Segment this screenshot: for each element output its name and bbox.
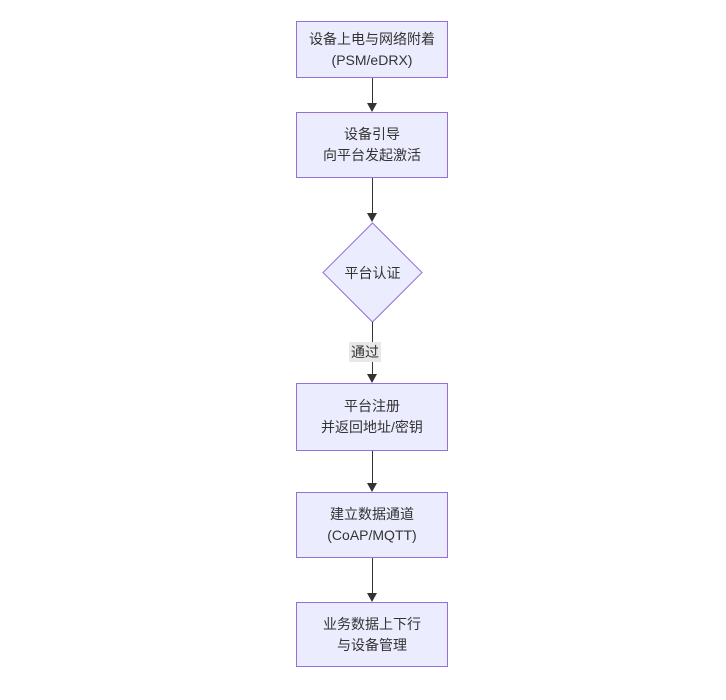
node-data-channel-line2: (CoAP/MQTT) xyxy=(327,527,417,543)
node-bootstrap: 设备引导 向平台发起激活 xyxy=(296,112,448,178)
node-platform-auth-decision: 平台认证 xyxy=(322,222,423,323)
arrow-head-icon xyxy=(367,374,377,383)
node-business-data: 业务数据上下行 与设备管理 xyxy=(296,602,448,667)
node-business-data-line1: 业务数据上下行 xyxy=(323,615,421,632)
node-platform-register-line1: 平台注册 xyxy=(344,398,400,414)
node-bootstrap-line1: 设备引导 xyxy=(344,126,400,142)
flow-arrow-4 xyxy=(367,451,378,492)
arrow-head-icon xyxy=(367,103,377,112)
edge-label-pass: 通过 xyxy=(349,342,381,362)
arrow-shaft xyxy=(372,451,373,484)
node-power-attach-line1: 设备上电与网络附着 xyxy=(309,30,435,47)
arrow-shaft xyxy=(372,178,373,214)
node-platform-register: 平台注册 并返回地址/密钥 xyxy=(296,383,448,451)
arrow-shaft xyxy=(372,78,373,104)
flow-arrow-2 xyxy=(367,178,378,222)
arrow-head-icon xyxy=(367,213,377,222)
node-power-attach: 设备上电与网络附着 (PSM/eDRX) xyxy=(296,21,448,78)
flow-arrow-1 xyxy=(367,78,378,112)
node-data-channel: 建立数据通道 (CoAP/MQTT) xyxy=(296,492,448,558)
node-power-attach-line2: (PSM/eDRX) xyxy=(331,51,413,68)
arrow-head-icon xyxy=(367,483,377,492)
node-platform-auth-label: 平台认证 xyxy=(344,264,401,281)
arrow-head-icon xyxy=(367,593,377,602)
node-business-data-line2: 与设备管理 xyxy=(337,636,407,653)
node-bootstrap-line2: 向平台发起激活 xyxy=(323,147,421,163)
node-data-channel-line1: 建立数据通道 xyxy=(330,506,414,522)
node-platform-register-line2: 并返回地址/密钥 xyxy=(321,419,423,435)
flow-arrow-5 xyxy=(367,558,378,602)
arrow-shaft xyxy=(372,558,373,594)
